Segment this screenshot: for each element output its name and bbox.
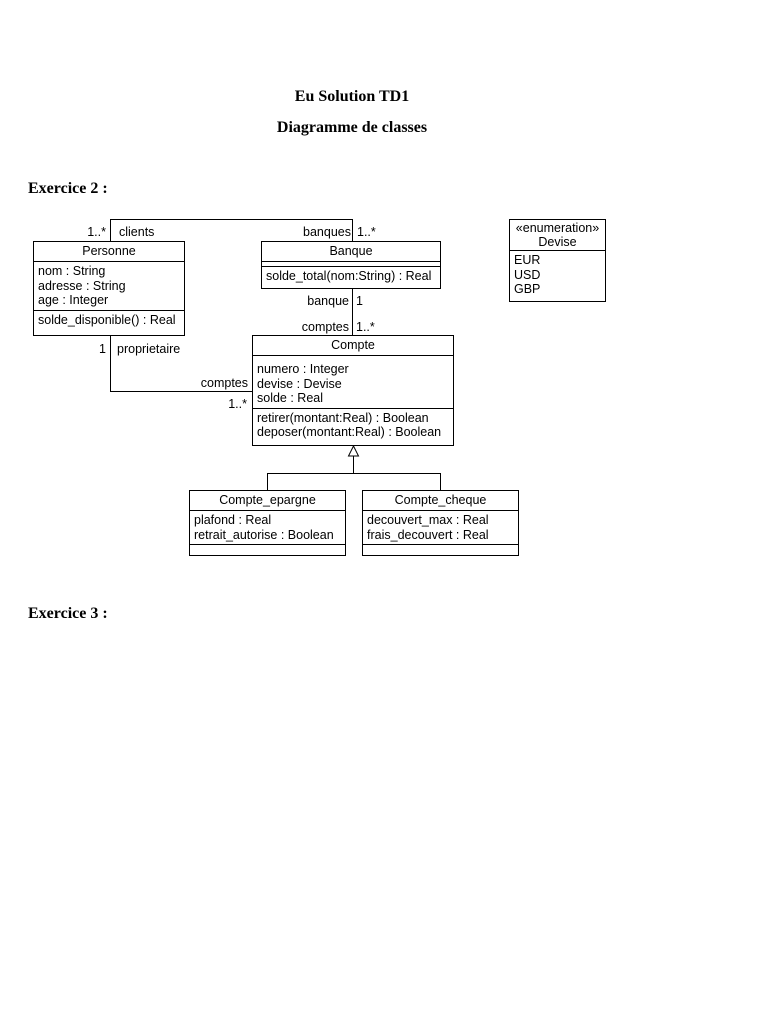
operation: retirer(montant:Real) : Boolean — [257, 410, 429, 425]
multiplicity-label: 1..* — [357, 225, 376, 239]
operations-section: solde_disponible() : Real — [34, 311, 184, 330]
multiplicity-label: 1 — [356, 294, 363, 308]
role-label: comptes — [301, 320, 349, 334]
operations-section — [190, 545, 345, 549]
class-name: Devise — [538, 235, 577, 249]
class-banque[interactable]: Banque solde_total(nom:String) : Real — [261, 241, 441, 289]
literals-section: EUR USD GBP — [510, 251, 605, 299]
exercise-3-heading: Exercice 3 : — [28, 605, 108, 622]
enum-literal: USD — [514, 267, 541, 282]
attribute: devise : Devise — [257, 376, 342, 391]
attribute: numero : Integer — [257, 362, 349, 376]
page-title: Eu Solution TD1 — [294, 88, 410, 105]
exercise-2-heading: Exercice 2 : — [28, 180, 108, 197]
multiplicity-label: 1..* — [228, 397, 247, 411]
operations-section: retirer(montant:Real) : Boolean deposer(… — [253, 409, 453, 442]
role-label: proprietaire — [117, 342, 181, 356]
attribute: retrait_autorise : Boolean — [194, 527, 334, 542]
multiplicity-label: 1..* — [87, 225, 106, 239]
role-label: comptes — [200, 376, 248, 390]
attributes-section: plafond : Real retrait_autorise : Boolea… — [190, 511, 345, 545]
multiplicity-label: 1..* — [356, 320, 375, 334]
class-name: Personne — [34, 242, 184, 262]
attribute: plafond : Real — [194, 513, 272, 527]
attributes-section: nom : String adresse : String age : Inte… — [34, 262, 184, 311]
attribute: decouvert_max : Real — [367, 513, 489, 527]
attributes-section: numero : Integer devise : Devise solde :… — [253, 356, 453, 409]
operations-section — [363, 545, 518, 549]
class-personne[interactable]: Personne nom : String adresse : String a… — [33, 241, 185, 336]
class-name: Banque — [262, 242, 440, 262]
enum-literal: EUR — [514, 253, 541, 267]
attribute: frais_decouvert : Real — [367, 527, 489, 542]
attribute: nom : String — [38, 264, 106, 278]
class-name: Compte — [253, 336, 453, 356]
generalization-lines — [267, 473, 441, 491]
attributes-section: decouvert_max : Real frais_decouvert : R… — [363, 511, 518, 545]
operation: deposer(montant:Real) : Boolean — [257, 425, 442, 439]
operation: solde_disponible() : Real — [38, 312, 176, 327]
assoc-personne-compte — [110, 335, 252, 392]
enum-devise[interactable]: «enumeration» Devise EUR USD GBP — [509, 219, 606, 302]
role-label: clients — [119, 225, 155, 239]
class-name: Compte_cheque — [363, 491, 518, 511]
multiplicity-label: 1 — [99, 342, 106, 356]
attribute: adresse : String — [38, 278, 126, 293]
attribute: age : Integer — [38, 293, 109, 307]
role-label: banques — [303, 225, 351, 239]
class-compte-cheque[interactable]: Compte_cheque decouvert_max : Real frais… — [362, 490, 519, 556]
enum-header: «enumeration» Devise — [510, 220, 605, 251]
operation: solde_total(nom:String) : Real — [266, 269, 432, 283]
attributes-section — [262, 262, 440, 267]
class-name: Compte_epargne — [190, 491, 345, 511]
page-subtitle: Diagramme de classes — [276, 119, 428, 136]
class-compte[interactable]: Compte numero : Integer devise : Devise … — [252, 335, 454, 446]
generalization-arrow — [347, 444, 360, 457]
class-compte-epargne[interactable]: Compte_epargne plafond : Real retrait_au… — [189, 490, 346, 556]
operations-section: solde_total(nom:String) : Real — [262, 267, 440, 286]
attribute: solde : Real — [257, 391, 324, 405]
enum-literal: GBP — [514, 282, 541, 296]
role-label: banque — [307, 294, 349, 308]
enum-stereotype: «enumeration» — [515, 221, 600, 235]
assoc-personne-banque — [110, 219, 353, 241]
